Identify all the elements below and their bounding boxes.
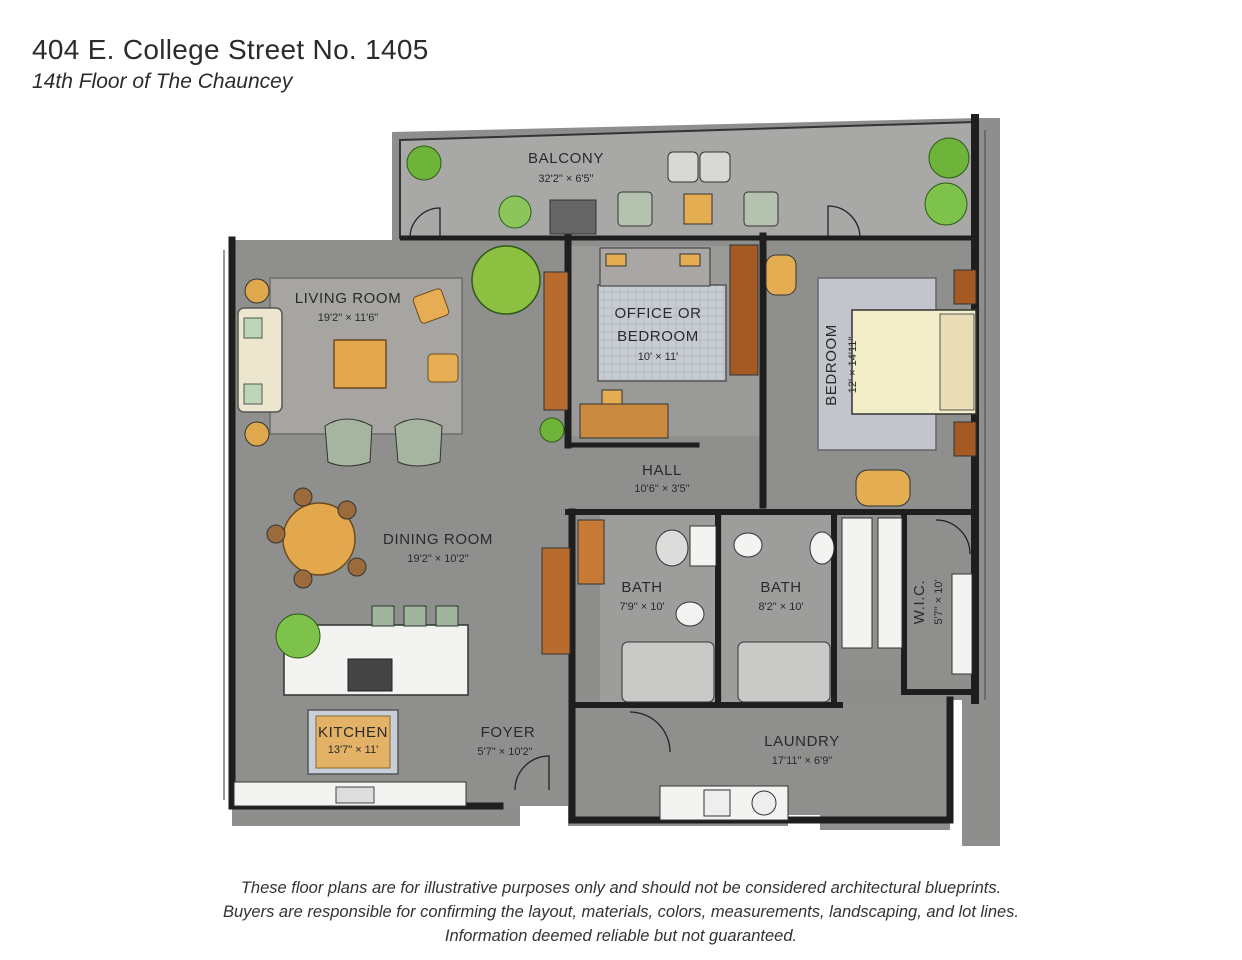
bedroom-furniture <box>851 269 977 507</box>
disclaimer: These floor plans are for illustrative p… <box>0 876 1242 948</box>
foyer-label: FOYER <box>481 724 536 741</box>
bath1-label: BATH <box>621 579 662 596</box>
kitchen-fixtures <box>233 605 469 807</box>
bath2-dim: 8'2" × 10' <box>758 601 803 613</box>
laundry-label: LAUNDRY <box>764 733 840 750</box>
bedroom-dim: 12' × 14'11" <box>847 337 859 394</box>
dining-room-dim: 19'2" × 10'2" <box>407 553 468 565</box>
hall-dim: 10'6" × 3'5" <box>634 483 689 495</box>
dining-room-label: DINING ROOM <box>383 531 493 548</box>
kitchen-dim: 13'7" × 11' <box>328 744 378 756</box>
wic-label: W.I.C. <box>911 580 928 624</box>
dining-furniture <box>266 487 367 589</box>
balcony-dim: 32'2" × 6'5" <box>538 173 593 185</box>
living-furniture <box>237 278 459 467</box>
plants <box>275 137 970 659</box>
living-room-dim: 19'2" × 11'6" <box>318 312 379 324</box>
foyer-dim: 5'7" × 10'2" <box>477 746 532 758</box>
room-labels: BALCONY 32'2" × 6'5" LIVING ROOM 19'2" ×… <box>295 150 945 767</box>
laundry-fixtures <box>659 785 789 821</box>
bedroom-label: BEDROOM <box>823 324 840 406</box>
balcony-label: BALCONY <box>528 150 604 167</box>
doors <box>409 205 971 791</box>
balcony-furniture <box>549 151 779 235</box>
kitchen-label: KITCHEN <box>318 724 388 741</box>
disclaimer-line-1: These floor plans are for illustrative p… <box>240 879 1002 897</box>
disclaimer-line-2: Buyers are responsible for confirming th… <box>222 903 1020 921</box>
bath1-dim: 7'9" × 10' <box>619 601 664 613</box>
living-room-label: LIVING ROOM <box>295 290 402 307</box>
hall-cabinets <box>541 519 605 655</box>
office-furniture <box>543 244 797 439</box>
office-dim: 10' × 11' <box>638 351 678 363</box>
windows <box>223 130 986 800</box>
bath-fixtures <box>621 517 973 703</box>
bath2-label: BATH <box>760 579 801 596</box>
disclaimer-line-3: Information deemed reliable but not guar… <box>444 927 798 945</box>
plan-title: 404 E. College Street No. 1405 <box>32 34 429 65</box>
hall-label: HALL <box>642 462 682 479</box>
office-label-line1: OFFICE OR <box>614 305 701 322</box>
plan-subtitle: 14th Floor of The Chauncey <box>32 70 293 93</box>
office-label-line2: BEDROOM <box>617 328 699 345</box>
wic-dim: 5'7" × 10' <box>933 579 945 624</box>
laundry-dim: 17'11" × 6'9" <box>772 755 833 767</box>
